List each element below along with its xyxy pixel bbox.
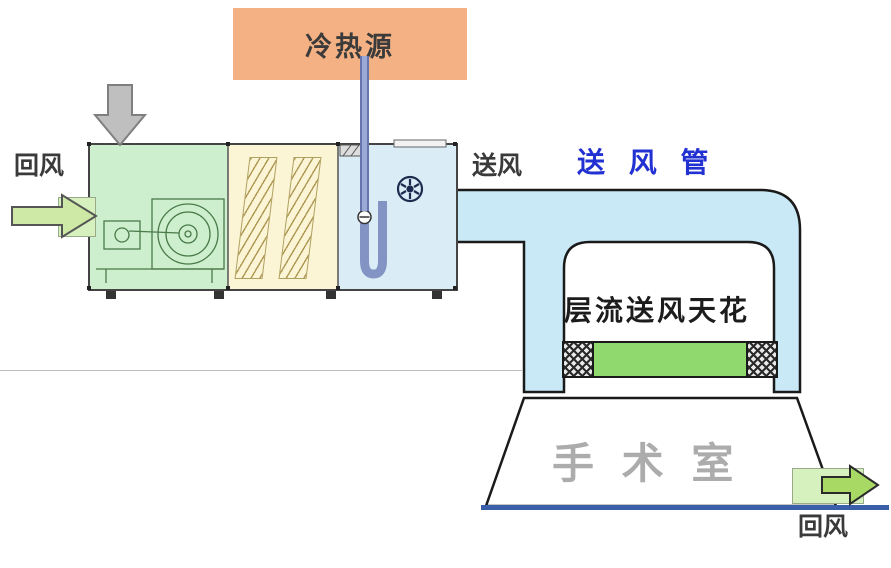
floor-line [481, 505, 889, 510]
divider-line [0, 370, 522, 371]
down-arrow-icon [92, 84, 148, 147]
heat-cold-source-label: 冷热源 [305, 31, 395, 62]
ahu-cad-drawing [87, 139, 458, 299]
laminar-ceiling-label: 层流送风天花 [564, 295, 751, 326]
small-fan-icon [396, 175, 424, 203]
supply-duct-label: 送 风 管 [577, 147, 717, 178]
return-air-label-left: 回风 [14, 152, 65, 180]
return-air-arrow-right-icon [821, 464, 880, 506]
ahu-frame [88, 143, 458, 291]
fan-drawing-icon [96, 198, 225, 283]
ceiling-mount-hatch-icon [746, 343, 776, 376]
laminar-ceiling [562, 341, 778, 378]
top-inlet-icon [339, 139, 447, 157]
valve-icon [357, 209, 372, 225]
return-air-arrow-left-icon [11, 193, 98, 239]
supply-air-label: 送风 [472, 152, 523, 180]
supply-duct [454, 188, 802, 394]
operating-room-label: 手 术 室 [552, 440, 742, 487]
coil-u-pipe-icon [360, 201, 387, 279]
heat-cold-source-box: 冷热源 [233, 8, 467, 80]
ahu-fan-section [88, 143, 228, 291]
source-pipe [360, 56, 369, 211]
return-air-label-right: 回风 [798, 513, 849, 541]
ceiling-mount-hatch-icon [564, 343, 594, 376]
air-handling-unit [87, 139, 458, 299]
cad-handles [87, 142, 457, 290]
ahu-feet [106, 291, 442, 299]
